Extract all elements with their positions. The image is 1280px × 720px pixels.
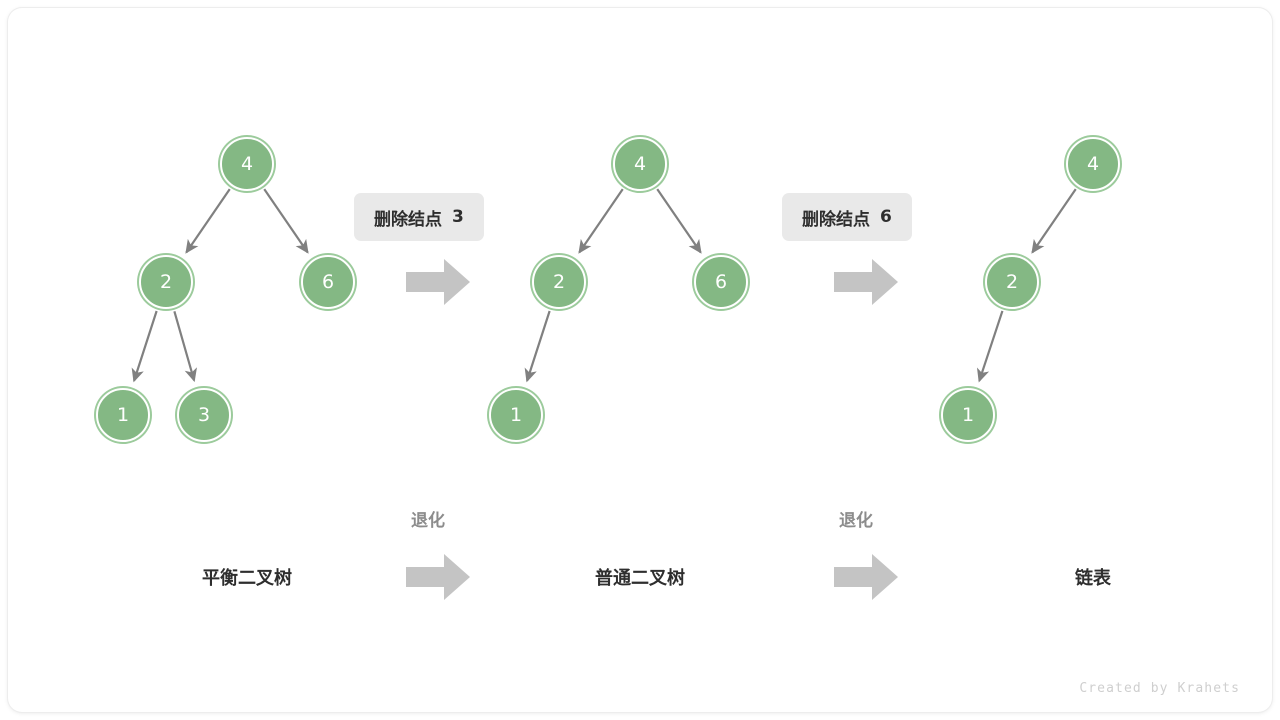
degradation-label: 退化 [839, 511, 873, 531]
tree-caption-caption-balanced: 平衡二叉树 [202, 568, 292, 589]
tree-edge [131, 310, 158, 383]
tree-edge [524, 310, 551, 383]
tree-node: 4 [220, 137, 274, 191]
degradation-arrow-icon [406, 554, 470, 600]
tree-caption-caption-list: 链表 [1075, 568, 1111, 589]
tree-node: 1 [96, 388, 150, 442]
tree-node: 2 [139, 255, 193, 309]
figure-frame [8, 8, 1272, 712]
tree-edge [185, 188, 231, 254]
tree-node: 3 [177, 388, 231, 442]
tree-edge [976, 310, 1004, 383]
operation-label-delete-node-3: 删除结点 3 [354, 193, 484, 241]
tree-node: 4 [1066, 137, 1120, 191]
tree-node: 1 [941, 388, 995, 442]
operation-label-value: 6 [880, 207, 892, 227]
operation-label-text: 删除结点 [802, 209, 870, 230]
degradation-label: 退化 [411, 511, 445, 531]
transition-arrow-icon [406, 259, 470, 305]
tree-node: 2 [532, 255, 586, 309]
operation-label-delete-node-6: 删除结点 6 [782, 193, 912, 241]
tree-caption-caption-ordinary: 普通二叉树 [595, 568, 685, 589]
operation-label-value: 3 [452, 207, 464, 227]
tree-node: 6 [301, 255, 355, 309]
credit-watermark: Created by Krahets [1079, 681, 1240, 696]
transition-arrow-icon [834, 259, 898, 305]
degradation-arrow-icon [834, 554, 898, 600]
tree-edge [578, 188, 624, 254]
tree-edge [263, 188, 309, 254]
tree-edge [1031, 188, 1077, 254]
tree-edge [656, 188, 702, 254]
operation-label-text: 删除结点 [374, 209, 442, 230]
tree-node: 4 [613, 137, 667, 191]
tree-edge [173, 311, 197, 383]
tree-node: 6 [694, 255, 748, 309]
tree-node: 1 [489, 388, 543, 442]
tree-node: 2 [985, 255, 1039, 309]
